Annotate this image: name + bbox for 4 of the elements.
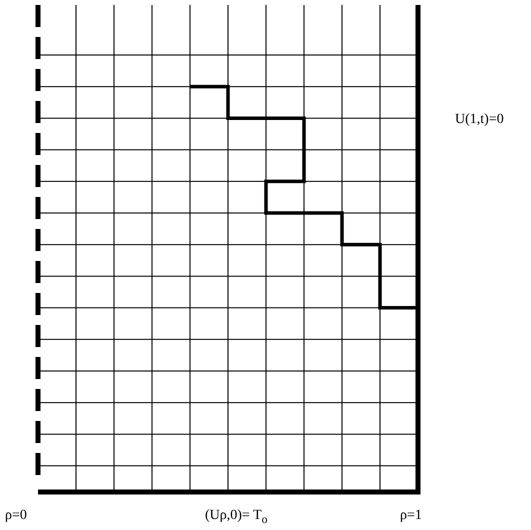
axis-label: ρ=1 <box>400 508 422 524</box>
boundary-label: U(1,t)=0 <box>455 112 504 128</box>
boundary-label: (Uρ,0)= T$_{o}$ <box>205 508 268 528</box>
axis-label: ρ=0 <box>5 508 27 524</box>
